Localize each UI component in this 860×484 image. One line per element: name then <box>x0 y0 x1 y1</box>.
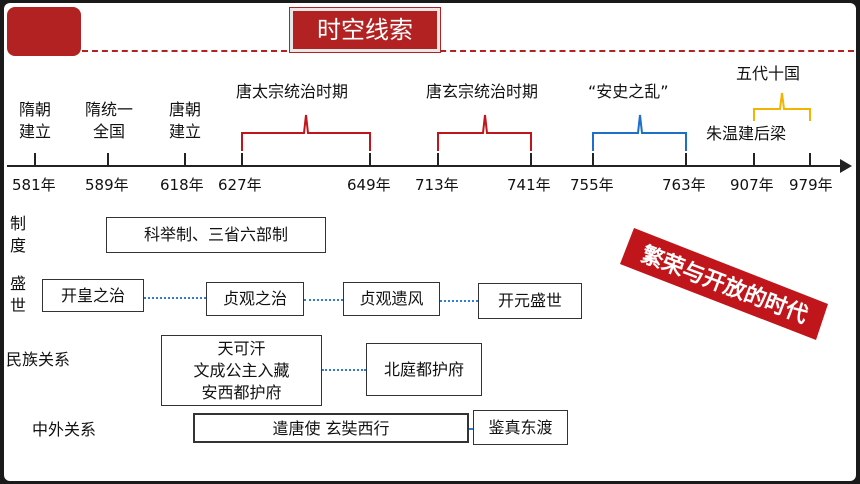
event-taizong-reign: 唐太宗统治时期 <box>236 82 349 101</box>
year-907: 907年 <box>730 176 774 194</box>
event-five-dynasties: 五代十国 <box>736 64 801 83</box>
row-label-foreign: 中外关系 <box>32 420 97 439</box>
year-649: 649年 <box>347 176 391 194</box>
year-627: 627年 <box>218 176 262 194</box>
row-label-system: 制 度 <box>10 214 27 255</box>
box-kaiyuan: 开元盛世 <box>478 283 582 319</box>
year-979: 979年 <box>789 176 833 194</box>
year-755: 755年 <box>570 176 614 194</box>
tick-979 <box>809 153 811 167</box>
tick-618 <box>184 153 186 167</box>
tick-649 <box>369 153 371 167</box>
row-label-ethnic: 民族关系 <box>6 350 71 369</box>
tick-741 <box>530 153 532 167</box>
box-beiting: 北庭都护府 <box>366 343 482 396</box>
brace-taizong <box>241 114 371 151</box>
tick-755 <box>592 153 594 167</box>
year-713: 713年 <box>415 176 459 194</box>
box-zhenguan: 贞观之治 <box>206 282 304 316</box>
tick-589 <box>107 153 109 167</box>
box-zhenguan-legacy: 贞观遗风 <box>343 282 440 316</box>
box-kaihuang: 开皇之治 <box>42 279 144 312</box>
year-589: 589年 <box>85 176 129 194</box>
tick-581 <box>34 153 36 167</box>
title-banner: 时空线索 <box>290 8 440 52</box>
event-tang-founded: 唐朝 建立 <box>168 100 201 141</box>
event-houliang: 朱温建后梁 <box>706 124 787 143</box>
link-1 <box>144 297 206 299</box>
header-dashed-line <box>82 50 854 52</box>
event-sui-founded: 隋朝 建立 <box>18 100 51 141</box>
timeline-arrow-icon <box>840 159 852 173</box>
page-title: 时空线索 <box>317 16 413 44</box>
event-sui-unified: 隋统一 全国 <box>84 100 133 141</box>
year-763: 763年 <box>662 176 706 194</box>
year-581: 581年 <box>12 176 56 194</box>
era-stamp: 繁荣与开放的时代 <box>620 228 828 340</box>
box-imperial-exam-system: 科举制、三省六部制 <box>106 217 326 253</box>
event-anshi-rebellion: “安史之乱” <box>588 82 669 101</box>
link-3 <box>440 300 478 302</box>
tick-907 <box>753 153 755 167</box>
tick-627 <box>241 153 243 167</box>
box-envoys-xuanzang: 遣唐使 玄奘西行 <box>193 413 469 443</box>
corner-decoration <box>7 7 81 56</box>
brace-five-dynasties <box>753 92 811 121</box>
brace-anshi <box>592 114 687 151</box>
row-label-prosperity: 盛 世 <box>10 274 27 315</box>
year-618: 618年 <box>160 176 204 194</box>
tick-713 <box>437 153 439 167</box>
event-xuanzong-reign: 唐玄宗统治时期 <box>426 82 539 101</box>
box-tiankehan: 天可汗 文成公主入藏 安西都护府 <box>161 335 322 406</box>
box-jianzhen: 鉴真东渡 <box>473 410 568 445</box>
timeline-axis <box>7 165 842 167</box>
tick-763 <box>685 153 687 167</box>
brace-xuanzong <box>437 114 532 151</box>
period-braces <box>241 92 811 151</box>
year-741: 741年 <box>507 176 551 194</box>
link-5 <box>469 428 473 430</box>
slide: 时空线索 隋朝 建立 隋统一 全国 唐朝 建立 唐太宗统治时期 唐玄宗统治时期 … <box>4 3 856 481</box>
link-2 <box>304 299 343 301</box>
link-4 <box>322 369 366 371</box>
era-stamp-text: 繁荣与开放的时代 <box>638 241 812 328</box>
